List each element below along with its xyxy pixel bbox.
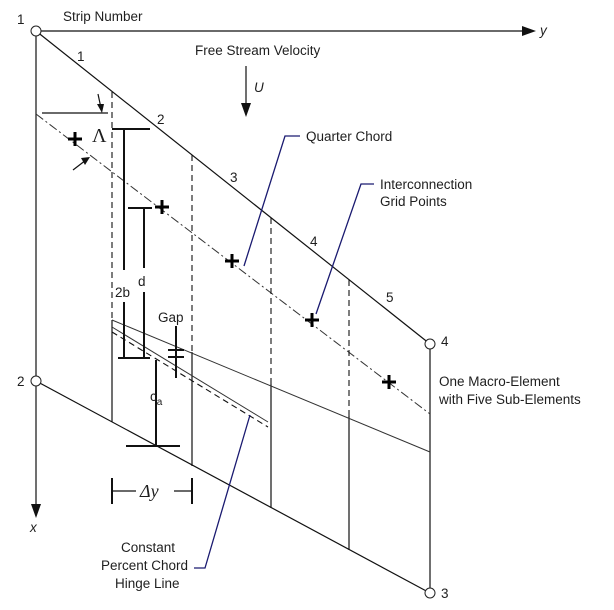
interconnection-point-4 [305,313,319,327]
macro-element-label-line-1: One Macro-Element [439,374,560,389]
strip-number-1: 1 [77,49,85,64]
gap-label: Gap [158,310,184,325]
grid-point-1 [30,25,42,37]
quarter-chord-leader [243,135,300,267]
chord-symbol: 2b [115,285,130,300]
strip-width-symbol: Δy [139,481,159,501]
interconnection-leader [315,183,374,315]
d-symbol: d [138,274,146,289]
hinge-line-edge [111,326,269,423]
y-axis-label: y [539,23,548,38]
interconnection-point-1 [68,132,82,146]
control-chord-symbol: ca [150,389,163,408]
strip-number-2: 2 [157,112,165,127]
hinge-label-line-2: Percent Chord [101,558,188,573]
grid-point-4 [424,338,436,350]
interconnection-point-5 [382,375,396,389]
grid-point-label-1: 1 [17,12,25,27]
interconnection-label-line-1: Interconnection [380,177,472,192]
interconnection-point-2 [155,200,169,214]
velocity-symbol: U [254,80,264,95]
sweep-angle-symbol: Λ [92,125,107,147]
hinge-label-line-3: Hinge Line [115,576,180,591]
grid-point-label-2: 2 [17,374,25,389]
hinge-line-leader [194,414,251,569]
trailing-edge [35,380,431,594]
velocity-arrowhead [241,103,251,117]
hinge-line [111,319,431,453]
strip-number-label: Strip Number [63,9,143,24]
leading-edge [35,30,431,345]
strip-number-5: 5 [386,290,394,305]
grid-point-2 [30,375,42,387]
grid-point-label-4: 4 [441,334,449,349]
control-chord-subscript: a [157,397,163,408]
sweep-arrowhead-top [97,104,104,113]
macro-element-label-line-2: with Five Sub-Elements [438,392,581,407]
interconnection-point-3 [225,254,239,268]
quarter-chord-line [35,113,431,415]
sweep-arrowhead-bottom [81,157,90,165]
x-axis-label: x [29,520,38,535]
strip-number-4: 4 [310,234,318,249]
quarter-chord-label: Quarter Chord [306,129,392,144]
strip-number-3: 3 [230,170,238,185]
y-axis-arrowhead [522,26,536,36]
hinge-line-edge-2 [111,331,269,428]
grid-point-label-3: 3 [441,586,449,601]
interconnection-label-line-2: Grid Points [380,194,447,209]
x-axis-arrowhead [31,504,41,518]
hinge-label-line-1: Constant [121,540,175,555]
grid-point-3 [424,587,436,599]
free-stream-velocity-label: Free Stream Velocity [195,43,321,58]
